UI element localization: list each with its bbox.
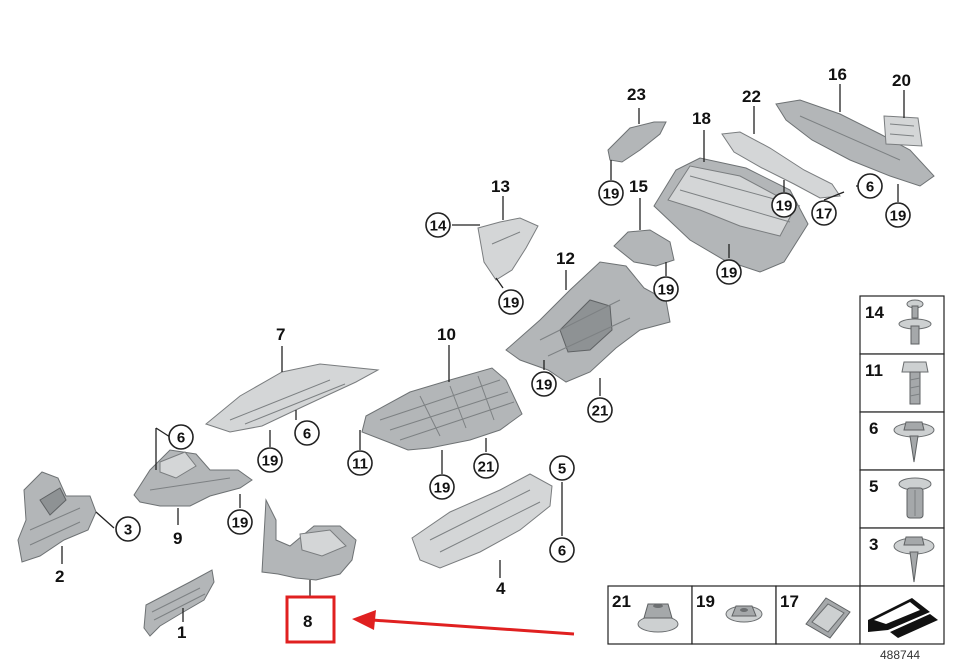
- label-15: 15: [629, 177, 648, 196]
- part-22-shield: [721, 131, 841, 199]
- label-18: 18: [692, 109, 711, 128]
- fastener-legend-bottom: 21 19 17: [607, 585, 945, 645]
- callout-19c: 19: [429, 474, 455, 500]
- fastener-17-icon: [805, 597, 851, 639]
- fastener-5-icon: [898, 477, 932, 519]
- label-23: 23: [627, 85, 646, 104]
- callout-19e: 19: [498, 289, 524, 315]
- svg-text:17: 17: [816, 206, 833, 223]
- legend-6: 6: [869, 419, 878, 438]
- label-2: 2: [55, 567, 64, 586]
- legend-17: 17: [780, 592, 799, 611]
- part-20-bracket: [883, 115, 923, 147]
- svg-text:19: 19: [232, 515, 249, 532]
- legend-5: 5: [869, 477, 878, 496]
- fastener-11-icon: [901, 361, 929, 405]
- part-7-shield: [204, 363, 380, 433]
- part-2-shield: [17, 471, 97, 563]
- leader-lines: [61, 84, 905, 622]
- legend-21: 21: [612, 592, 631, 611]
- callout-3: 3: [115, 516, 141, 542]
- svg-text:6: 6: [303, 426, 311, 443]
- svg-text:19: 19: [434, 480, 451, 497]
- callout-6a: 6: [168, 424, 194, 450]
- svg-text:19: 19: [658, 282, 675, 299]
- callout-11: 11: [347, 450, 373, 476]
- label-20: 20: [892, 71, 911, 90]
- callout-19i: 19: [771, 192, 797, 218]
- fastener-6-icon: [893, 421, 935, 463]
- fastener-legend-right: 14 11 6 5 3: [859, 295, 945, 587]
- label-9: 9: [173, 529, 182, 548]
- svg-text:19: 19: [503, 295, 520, 312]
- svg-text:6: 6: [866, 179, 874, 196]
- part-12-shield: [505, 261, 671, 383]
- fastener-19-icon: [725, 605, 763, 623]
- svg-text:3: 3: [124, 522, 132, 539]
- callout-5: 5: [549, 455, 575, 481]
- svg-text:19: 19: [262, 453, 279, 470]
- svg-text:21: 21: [478, 459, 495, 476]
- part-15-shield: [613, 229, 675, 267]
- svg-text:21: 21: [592, 403, 609, 420]
- label-22: 22: [742, 87, 761, 106]
- part-23-shield: [607, 121, 667, 163]
- label-4: 4: [496, 579, 506, 598]
- svg-text:19: 19: [603, 186, 620, 203]
- part-10-shield: [361, 367, 523, 451]
- callout-21a: 21: [473, 453, 499, 479]
- callout-6d: 6: [857, 173, 883, 199]
- callout-21b: 21: [587, 397, 613, 423]
- callout-14: 14: [425, 212, 451, 238]
- callout-19f: 19: [653, 276, 679, 302]
- label-13: 13: [491, 177, 510, 196]
- legend-3: 3: [869, 535, 878, 554]
- svg-text:19: 19: [536, 377, 553, 394]
- label-10: 10: [437, 325, 456, 344]
- part-13-shield: [477, 217, 539, 281]
- callout-6b: 6: [294, 420, 320, 446]
- callout-6c: 6: [549, 537, 575, 563]
- label-1: 1: [177, 623, 186, 642]
- svg-text:19: 19: [721, 265, 738, 282]
- callout-17: 17: [811, 200, 837, 226]
- part-16-shield: [775, 99, 935, 187]
- label-7: 7: [276, 325, 285, 344]
- svg-text:11: 11: [352, 456, 368, 473]
- legend-11: 11: [865, 361, 883, 380]
- callout-19g: 19: [716, 259, 742, 285]
- svg-text:6: 6: [177, 430, 185, 447]
- legend-19: 19: [696, 592, 715, 611]
- callout-19h: 19: [598, 180, 624, 206]
- part-4-shield: [411, 473, 553, 569]
- svg-text:5: 5: [558, 461, 566, 478]
- callout-19b: 19: [227, 509, 253, 535]
- callout-19j: 19: [885, 202, 911, 228]
- svg-text:19: 19: [776, 198, 793, 215]
- part-1-shield: [143, 569, 215, 637]
- direction-arrow-icon: [868, 598, 938, 638]
- fastener-14-icon: [898, 299, 932, 345]
- label-16: 16: [828, 65, 847, 84]
- diagram-number: 488744: [880, 648, 920, 662]
- part-9-shield: [133, 449, 253, 507]
- label-12: 12: [556, 249, 575, 268]
- svg-text:14: 14: [430, 218, 447, 235]
- highlight-part-8: 8: [285, 595, 575, 644]
- svg-text:19: 19: [890, 208, 907, 225]
- part-8-shield: [261, 498, 357, 581]
- callout-19a: 19: [257, 447, 283, 473]
- fastener-21-icon: [637, 603, 679, 633]
- part-18-shield: [653, 157, 809, 273]
- callout-19d: 19: [531, 371, 557, 397]
- label-8: 8: [303, 612, 312, 631]
- legend-14: 14: [865, 303, 884, 322]
- svg-text:6: 6: [558, 543, 566, 560]
- fastener-3-icon: [893, 536, 935, 583]
